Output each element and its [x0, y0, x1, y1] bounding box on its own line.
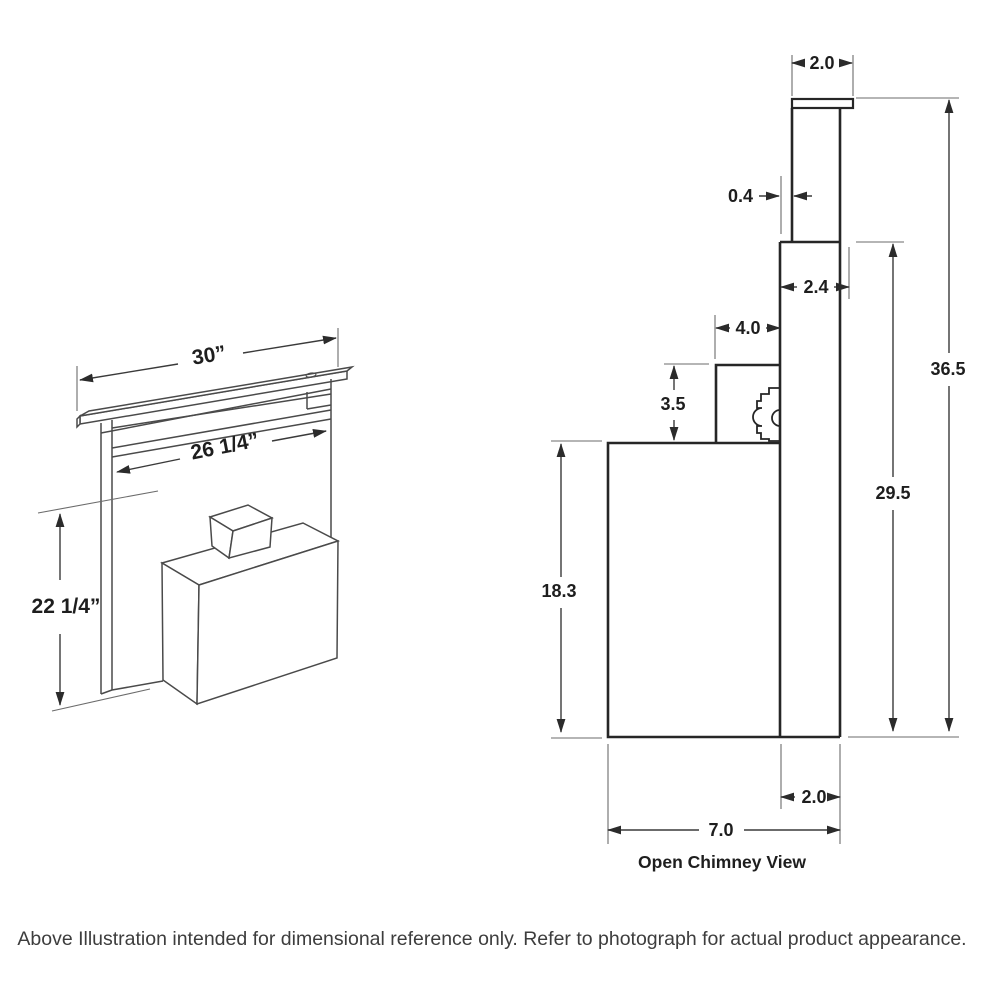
footer-note: Above Illustration intended for dimensio… [17, 928, 966, 950]
dim-wall-offset: 0.4 [728, 176, 812, 234]
dim-label-body-height: 18.3 [541, 581, 576, 601]
blower-front-face [196, 539, 339, 706]
duct-box-outline [714, 363, 780, 443]
left-post [100, 420, 113, 695]
post-bottom-edge [100, 689, 113, 695]
dim-body-depth: 7.0 [607, 744, 841, 844]
ge-logo-mark [305, 372, 317, 378]
blower-box [160, 522, 340, 706]
dim-chimney-depth: 2.4 [780, 247, 850, 299]
cap-top-face [79, 365, 355, 417]
blower-left-face [161, 561, 200, 706]
dim-duct-box-height: 3.5 [660, 363, 709, 441]
dim-label-inner-width: 26 1/4” [189, 429, 261, 465]
inlet-slot-bottom [111, 418, 332, 458]
dim-label-left-height: 22 1/4” [32, 595, 101, 618]
bracket-bottom-edge [306, 404, 332, 410]
dim-label-cap-width: 2.0 [809, 53, 834, 73]
dim-line [242, 335, 337, 354]
under-cap-rail [100, 388, 332, 434]
inlet-slot-top [111, 409, 332, 449]
junction-front-face [228, 516, 273, 560]
dim-label-chimney-depth: 2.4 [803, 277, 828, 297]
dim-left-height: 22 1/4” [32, 490, 159, 712]
dim-chimney-height: 29.5 [856, 241, 911, 732]
dim-label-overall-width: 30” [190, 342, 227, 370]
right-view-title: Open Chimney View [638, 852, 806, 872]
panel-bottom-edge [111, 680, 164, 691]
knockout-detail [752, 387, 780, 442]
chimney-cap-plate [790, 97, 855, 110]
dim-label-duct-box-depth: 4.0 [735, 318, 760, 338]
dim-label-duct-box-height: 3.5 [660, 394, 685, 414]
dim-chimney-bottom-depth: 2.0 [780, 744, 841, 844]
panel-top-edge [111, 393, 332, 429]
dim-label-body-depth: 7.0 [708, 820, 733, 840]
dim-label-chimney-bottom-depth: 2.0 [801, 787, 826, 807]
ext-line [51, 688, 151, 712]
vent-cap-bar [76, 365, 355, 429]
rail-bottom-edge [100, 388, 332, 434]
junction-box [208, 504, 274, 560]
ext-line [37, 490, 159, 514]
dim-overall-height: 36.5 [848, 97, 966, 738]
dim-body-height: 18.3 [541, 440, 602, 739]
dim-duct-box-depth: 4.0 [714, 315, 781, 359]
dim-line [116, 458, 181, 474]
right-side-view: 2.0 0.4 2.4 4.0 3.5 [541, 53, 965, 872]
dim-cap-width: 2.0 [791, 53, 854, 96]
dim-line [271, 429, 327, 442]
body-outline [606, 441, 840, 739]
dim-label-wall-offset: 0.4 [728, 186, 753, 206]
back-panel [111, 379, 332, 691]
dim-overall-width: 30” [76, 328, 339, 411]
dim-label-chimney-height: 29.5 [875, 483, 910, 503]
dim-label-overall-height: 36.5 [930, 359, 965, 379]
cap-left-end [76, 414, 81, 429]
left-isometric-view: 30” 26 1/4” 22 1/4” [32, 328, 355, 712]
knockout-inner-arc [771, 409, 781, 427]
dim-line [79, 363, 179, 383]
